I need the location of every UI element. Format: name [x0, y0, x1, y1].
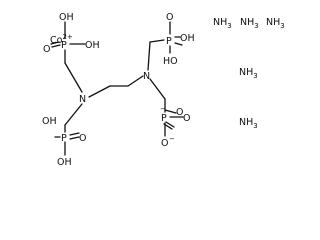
- p2-hydroxyl-bottom: OH: [57, 157, 72, 168]
- p1-phosphorus: P: [61, 40, 67, 51]
- nitrogen-left: N: [79, 94, 86, 105]
- p1-hydroxyl-top: OH: [59, 12, 74, 23]
- p3-oxo-top: O: [166, 12, 173, 23]
- ammonia-3: NH3: [266, 17, 285, 30]
- p1-hydroxyl-right: OH: [85, 40, 100, 51]
- p2-hydroxyl-left: OH: [42, 116, 57, 127]
- p4-oxo: O: [183, 113, 190, 124]
- p1-oxo: O: [43, 44, 50, 55]
- bond-lines: [50, 21, 184, 156]
- ammonia-4: NH3: [239, 67, 258, 80]
- p2-phosphorus: P: [61, 133, 67, 144]
- p4-minus-bottom: −: [169, 135, 175, 143]
- p4-minus-top: −: [160, 105, 166, 113]
- p3-hydroxyl-bottom: HO: [163, 56, 178, 67]
- p3-phosphorus: P: [166, 36, 172, 47]
- cobalt-label: Co2+: [50, 33, 73, 46]
- p2-oxo: O: [79, 133, 86, 144]
- p4-oxide-bottom: O: [161, 138, 168, 149]
- ammonia-2: NH3: [240, 17, 259, 30]
- ammonia-5: NH3: [239, 117, 258, 130]
- ammonia-1: NH3: [213, 17, 232, 30]
- chemical-structure: Co2+ OH P OH O N OH P O OH N O P OH HO O…: [42, 12, 285, 168]
- ammonia-group: NH3 NH3 NH3 NH3 NH3: [213, 17, 285, 130]
- p3-hydroxyl-right: OH: [180, 33, 195, 44]
- p4-phosphorus: P: [161, 113, 167, 124]
- nitrogen-right: N: [143, 71, 150, 82]
- p4-oxide-top: O: [176, 107, 183, 118]
